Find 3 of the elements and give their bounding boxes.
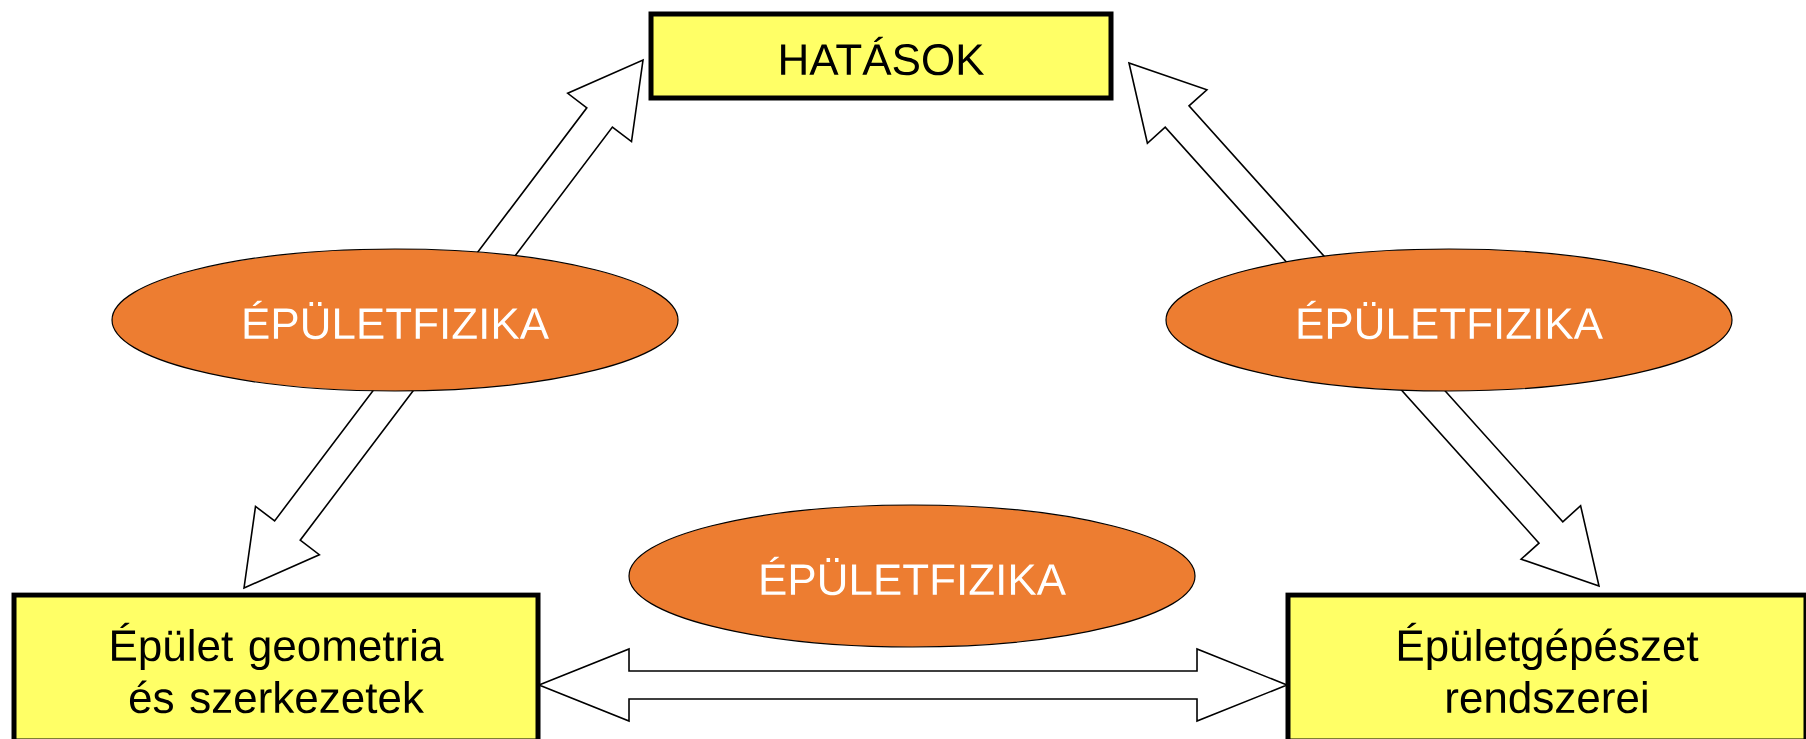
label-box: Épület geometria és szerkezetek: [11, 592, 541, 739]
label-box: HATÁSOK: [648, 11, 1114, 101]
label-box: Épületgépészet rendszerei: [1285, 592, 1806, 739]
